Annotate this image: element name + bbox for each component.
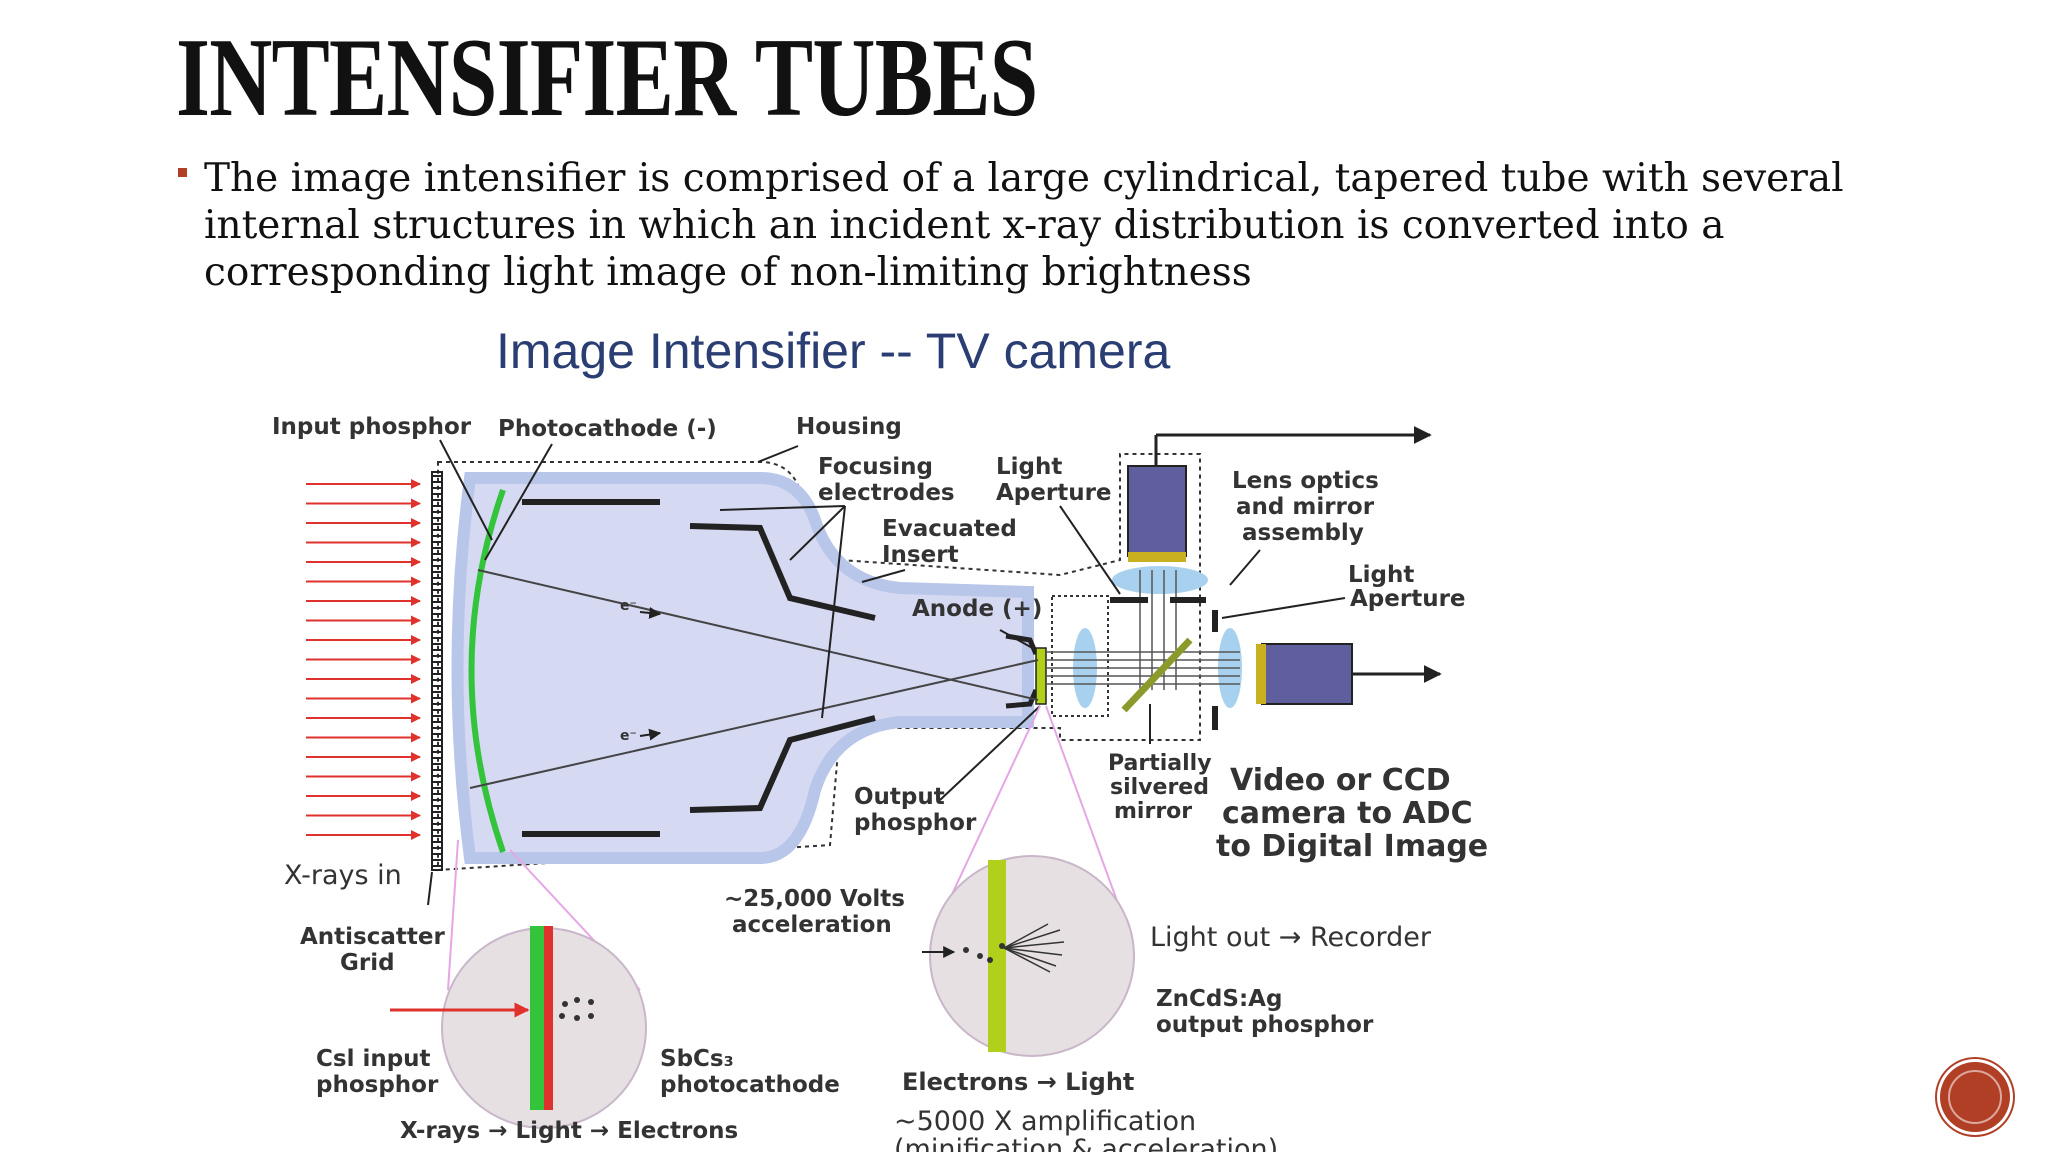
antiscatter-grid — [431, 471, 443, 871]
slide-title: INTENSIFIER TUBES — [176, 16, 1038, 140]
zoom-circle-right — [922, 855, 1135, 1057]
label-photocathode: Photocathode (-) — [498, 416, 717, 442]
label-lens-3: assembly — [1242, 520, 1364, 546]
camera-top — [1127, 465, 1187, 557]
output-phosphor — [1035, 647, 1047, 705]
label-zncds-2: output phosphor — [1156, 1012, 1374, 1038]
label-light-aperture-1b: Aperture — [996, 480, 1112, 506]
light-aperture-blades — [1110, 597, 1218, 730]
electron-label-2: e⁻ — [620, 728, 637, 744]
partially-silvered-mirror — [1121, 637, 1193, 713]
bullet-text: The image intensifier is comprised of a … — [204, 155, 1904, 296]
label-antiscatter-1: Antiscatter — [300, 924, 445, 950]
leader-lines — [427, 439, 1346, 906]
label-sbcs-1: SbCs₃ — [660, 1046, 734, 1072]
label-volts-1: ~25,000 Volts — [724, 886, 905, 912]
bullet-line-3: corresponding light image of non-limitin… — [204, 250, 1252, 295]
xray-arrows — [306, 479, 421, 840]
diagram-title: Image Intensifier -- TV camera — [496, 323, 1171, 379]
label-amplification-2: (minification & acceleration) — [894, 1134, 1278, 1152]
label-light-aperture-2a: Light — [1348, 562, 1414, 588]
camera-top-sensor — [1128, 552, 1186, 562]
optics-box — [1051, 595, 1109, 717]
antiscatter-grid-lines — [432, 475, 442, 867]
label-zncds-1: ZnCdS:Ag — [1156, 986, 1282, 1012]
label-electrons-light: Electrons → Light — [902, 1068, 1134, 1096]
camera-right — [1261, 643, 1353, 705]
next-slide-button[interactable] — [1940, 1062, 2010, 1132]
label-partially-2: silvered — [1110, 775, 1209, 800]
label-light-aperture-1a: Light — [996, 454, 1062, 480]
label-video-1: Video or CCD — [1230, 763, 1451, 798]
lens-top — [1112, 566, 1208, 594]
electron-arrow-2 — [639, 728, 662, 741]
electron-arrow-1 — [639, 606, 662, 619]
light-rays — [1046, 570, 1240, 690]
label-xrays-in: X-rays in — [284, 860, 402, 891]
focusing-electrodes — [522, 499, 876, 837]
electron-paths — [469, 569, 1039, 789]
label-antiscatter-2: Grid — [340, 950, 395, 976]
label-video-2: camera to ADC — [1222, 796, 1473, 831]
label-partially-3: mirror — [1114, 799, 1192, 824]
label-housing: Housing — [796, 414, 902, 440]
label-evacuated-2: Insert — [882, 542, 959, 568]
label-csi-2: phosphor — [316, 1072, 439, 1098]
label-focusing-1: Focusing — [818, 454, 933, 480]
camera-right-sensor — [1256, 644, 1266, 704]
label-evacuated-1: Evacuated — [882, 516, 1017, 542]
input-phosphor — [468, 489, 506, 853]
label-anode: Anode (+) — [912, 596, 1042, 622]
label-amplification-1: ~5000 X amplification — [894, 1106, 1196, 1137]
bullet-marker — [178, 168, 187, 177]
label-light-out: Light out → Recorder — [1150, 922, 1432, 953]
label-video-3: to Digital Image — [1216, 829, 1488, 864]
label-lens-1: Lens optics — [1232, 468, 1379, 494]
label-volts-2: acceleration — [732, 912, 892, 938]
bullet-line-1: The image intensifier is comprised of a … — [204, 156, 1844, 201]
label-lens-2: and mirror — [1236, 494, 1375, 520]
label-partially-1: Partially — [1108, 751, 1212, 776]
label-output-2: phosphor — [854, 810, 977, 836]
label-xrays-light-electrons: X-rays → Light → Electrons — [400, 1118, 738, 1144]
zoom-circle-left — [390, 926, 647, 1129]
label-csi-1: Csl input — [316, 1046, 431, 1072]
bullet-line-2: internal structures in which an incident… — [204, 203, 1725, 248]
label-focusing-2: electrodes — [818, 480, 955, 506]
electron-label-1: e⁻ — [620, 598, 637, 614]
label-output-1: Output — [854, 784, 945, 810]
label-light-aperture-2b: Aperture — [1350, 586, 1466, 612]
label-input-phosphor: Input phosphor — [272, 414, 472, 440]
next-slide-icon — [1948, 1070, 2002, 1124]
tube-envelope — [451, 472, 1034, 864]
label-sbcs-2: photocathode — [660, 1072, 840, 1098]
